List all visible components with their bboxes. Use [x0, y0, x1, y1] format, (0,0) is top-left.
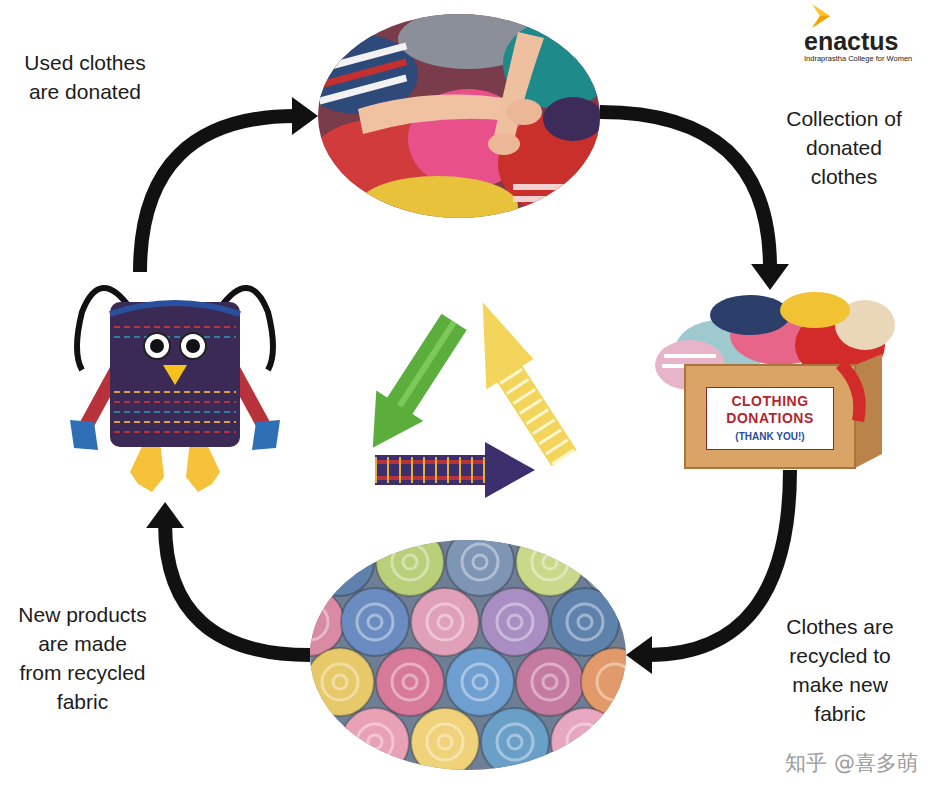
penguin-bag-photo [60, 272, 290, 502]
cycle-arrow [626, 470, 790, 674]
arrow-head [626, 636, 652, 674]
clothes-pile-photo [318, 14, 600, 218]
cycle-arrow [146, 502, 310, 655]
step-caption: Used clothes are donated [20, 48, 150, 106]
arrow-line [648, 470, 790, 655]
plaid-strip-arrow [375, 442, 535, 498]
logo-subtitle: Indraprastha College for Women [804, 54, 932, 64]
watermark: 知乎 @喜多萌 [785, 750, 918, 776]
logo: enactusIndraprastha College for Women [804, 4, 932, 64]
clothes-pile [318, 14, 600, 218]
logo-wordmark: enactus [804, 28, 932, 54]
penguin-bag-node [60, 272, 290, 502]
fabric-rolls [310, 540, 626, 770]
label-panel: CLOTHING DONATIONS (THANK YOU!) [706, 387, 834, 450]
clothes-pile-node [318, 14, 600, 218]
logo-mark [808, 4, 842, 28]
recycle-symbol [340, 290, 590, 502]
arrow-head [146, 502, 184, 528]
step-caption: Collection of donated clothes [780, 104, 908, 191]
arrow-line [140, 116, 296, 272]
arrow-line [600, 112, 770, 268]
box-thanks-note: (THANK YOU!) [715, 430, 825, 444]
arrow-head [751, 264, 789, 290]
cycle-arrow [600, 112, 789, 290]
arrow-head [292, 97, 318, 135]
yellow-strip-arrow [483, 302, 564, 458]
cardboard-box [685, 354, 882, 468]
fabric-rolls-photo [310, 540, 626, 770]
donation-box-node: CLOTHING DONATIONS (THANK YOU!) [650, 290, 900, 470]
fabric-rolls-node [310, 540, 626, 770]
step-caption: Clothes are recycled to make new fabric [770, 612, 910, 728]
step-caption: New products are made from recycled fabr… [15, 600, 150, 716]
arrow-line [165, 524, 310, 655]
green-strip-arrow [373, 322, 454, 448]
cycle-arrow [140, 97, 318, 272]
penguin-bag [70, 288, 280, 492]
box-label: CLOTHING DONATIONS [715, 393, 825, 427]
